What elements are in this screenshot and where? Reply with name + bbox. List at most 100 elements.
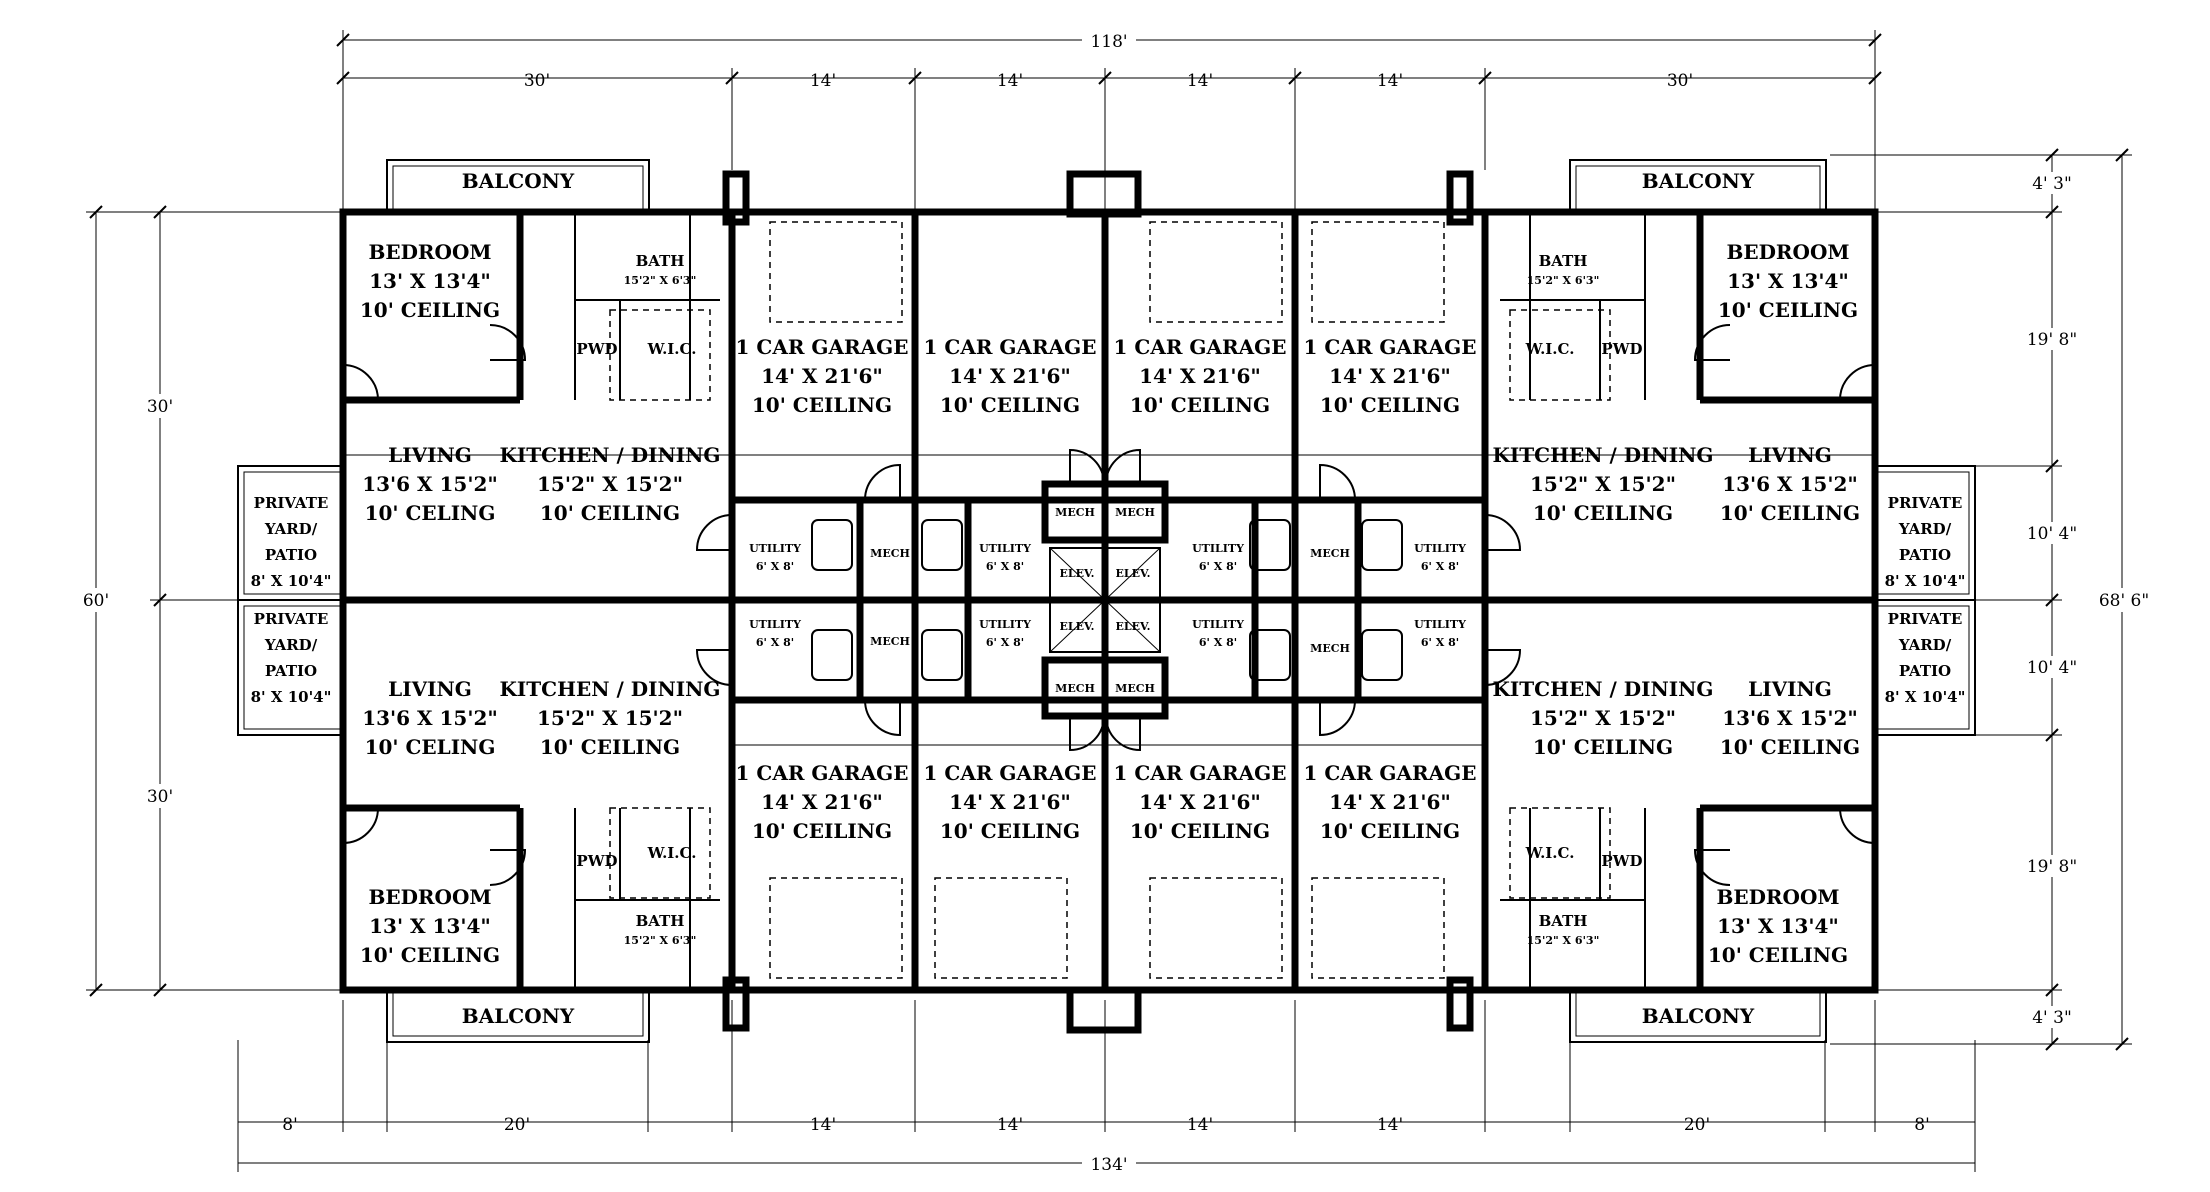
utility-label-6: UTILITY [979, 618, 1031, 631]
bedroom-ceiling: 10' CEILING [1708, 943, 1848, 967]
dim-top-seg-3: 14' [997, 71, 1023, 91]
utility-size-8: 6' X 8' [1421, 636, 1459, 649]
garage-ceiling: 10' CEILING [752, 393, 892, 417]
utility-label-2: UTILITY [979, 542, 1031, 555]
mech-label-7: MECH [1055, 682, 1095, 695]
kitchen-bl: KITCHEN / DINING 15'2" X 15'2" 10' CEILI… [500, 677, 721, 759]
dim-top-seg-5: 14' [1377, 71, 1403, 91]
garage-name: 1 CAR GARAGE [1304, 761, 1477, 785]
utility-size-6: 6' X 8' [986, 636, 1024, 649]
elev-label-2: ELEV. [1116, 567, 1151, 580]
garage-size: 14' X 21'6" [1139, 790, 1261, 814]
kitchen-tr: KITCHEN / DINING 15'2" X 15'2" 10' CEILI… [1493, 443, 1714, 525]
dim-left-half-2: 30' [147, 787, 173, 807]
garage-ceiling: 10' CEILING [752, 819, 892, 843]
dim-bottom-seg-3: 14' [810, 1115, 836, 1135]
bedroom-name: BEDROOM [1726, 240, 1849, 264]
dimension-lines: 118' 30' 14' 14' 14' 14' 30' 8' 20' 14' … [76, 30, 2154, 1175]
bath-size-bl: 15'2" X 6'3" [624, 934, 697, 947]
garage-b4: 1 CAR GARAGE 14' X 21'6" 10' CEILING [1304, 761, 1477, 843]
kitchen-size: 15'2" X 15'2" [537, 706, 683, 730]
garage-t3: 1 CAR GARAGE 14' X 21'6" 10' CEILING [1114, 335, 1287, 417]
garage-name: 1 CAR GARAGE [1114, 761, 1287, 785]
mech-label-2: MECH [870, 635, 910, 648]
utility-label-5: UTILITY [749, 618, 801, 631]
yard-line-3: PATIO [1899, 662, 1951, 680]
kitchen-tl: KITCHEN / DINING 15'2" X 15'2" 10' CEILI… [500, 443, 721, 525]
yard-line-2: YARD/ [264, 520, 318, 538]
utility-label-3: UTILITY [1192, 542, 1244, 555]
elev-label-1: ELEV. [1060, 567, 1095, 580]
utility-size-5: 6' X 8' [756, 636, 794, 649]
kitchen-size: 15'2" X 15'2" [1530, 472, 1676, 496]
garage-b1: 1 CAR GARAGE 14' X 21'6" 10' CEILING [736, 761, 909, 843]
bedroom-size: 13' X 13'4" [369, 914, 491, 938]
bath-label-tl: BATH [636, 252, 685, 270]
bedroom-name: BEDROOM [368, 885, 491, 909]
mech-label-6: MECH [1115, 506, 1155, 519]
wic-label-bl: W.I.C. [647, 844, 697, 862]
bedroom-ceiling: 10' CEILING [360, 298, 500, 322]
yard-line-3: PATIO [265, 546, 317, 564]
yard-line-1: PRIVATE [254, 610, 329, 628]
bath-label-tr: BATH [1539, 252, 1588, 270]
dim-overall-top: 118' [1090, 32, 1127, 52]
bedroom-br: BEDROOM 13' X 13'4" 10' CEILING [1708, 885, 1848, 967]
garage-ceiling: 10' CEILING [940, 393, 1080, 417]
garage-ceiling: 10' CEILING [1130, 393, 1270, 417]
bedroom-name: BEDROOM [368, 240, 491, 264]
garage-name: 1 CAR GARAGE [1114, 335, 1287, 359]
yard-tr: PRIVATE YARD/ PATIO 8' X 10'4" [1885, 494, 1966, 590]
yard-line-1: PRIVATE [1888, 610, 1963, 628]
living-name: LIVING [388, 677, 472, 701]
dim-top-seg-1: 30' [524, 71, 550, 91]
garage-size: 14' X 21'6" [949, 364, 1071, 388]
garage-t4: 1 CAR GARAGE 14' X 21'6" 10' CEILING [1304, 335, 1477, 417]
utility-size-4: 6' X 8' [1421, 560, 1459, 573]
garage-size: 14' X 21'6" [761, 364, 883, 388]
balcony-label-tr: BALCONY [1642, 169, 1755, 193]
living-ceiling: 10' CEILING [1720, 501, 1860, 525]
elev-label-4: ELEV. [1116, 620, 1151, 633]
kitchen-size: 15'2" X 15'2" [537, 472, 683, 496]
utility-size-1: 6' X 8' [756, 560, 794, 573]
kitchen-name: KITCHEN / DINING [1493, 443, 1714, 467]
living-size: 13'6 X 15'2" [1722, 472, 1858, 496]
garage-t1: 1 CAR GARAGE 14' X 21'6" 10' CEILING [736, 335, 909, 417]
garage-ceiling: 10' CEILING [1320, 819, 1460, 843]
mech-label-5: MECH [1055, 506, 1095, 519]
dim-right-seg-5: 19' 8" [2027, 857, 2077, 877]
mech-label-4: MECH [1310, 642, 1350, 655]
pwd-label-tr: PWD [1601, 340, 1642, 358]
bedroom-tr: BEDROOM 13' X 13'4" 10' CEILING [1718, 240, 1858, 322]
garage-size: 14' X 21'6" [949, 790, 1071, 814]
elevator-marks [1049, 547, 1161, 653]
dim-bottom-seg-6: 14' [1377, 1115, 1403, 1135]
yard-size: 8' X 10'4" [1885, 572, 1966, 590]
kitchen-ceiling: 10' CEILING [1533, 735, 1673, 759]
living-tl: LIVING 13'6 X 15'2" 10' CELING [362, 443, 498, 525]
dim-bottom-seg-7: 20' [1684, 1115, 1710, 1135]
dim-right-seg-6: 4' 3" [2032, 1008, 2072, 1028]
living-size: 13'6 X 15'2" [362, 706, 498, 730]
yard-line-1: PRIVATE [254, 494, 329, 512]
kitchen-ceiling: 10' CEILING [540, 735, 680, 759]
kitchen-size: 15'2" X 15'2" [1530, 706, 1676, 730]
yard-line-2: YARD/ [264, 636, 318, 654]
dim-right-seg-3: 10' 4" [2027, 524, 2077, 544]
door-swings [342, 324, 1876, 886]
yard-size: 8' X 10'4" [1885, 688, 1966, 706]
balcony-label-bl: BALCONY [462, 1004, 575, 1028]
mech-label-1: MECH [870, 547, 910, 560]
yard-size: 8' X 10'4" [251, 572, 332, 590]
living-ceiling: 10' CELING [365, 735, 496, 759]
yard-line-3: PATIO [1899, 546, 1951, 564]
dim-overall-bottom: 134' [1090, 1155, 1127, 1175]
bedroom-bl: BEDROOM 13' X 13'4" 10' CEILING [360, 885, 500, 967]
bath-label-bl: BATH [636, 912, 685, 930]
dim-bottom-seg-8: 8' [1914, 1115, 1930, 1135]
kitchen-ceiling: 10' CEILING [1533, 501, 1673, 525]
garage-size: 14' X 21'6" [1329, 790, 1451, 814]
bedroom-size: 13' X 13'4" [1727, 269, 1849, 293]
